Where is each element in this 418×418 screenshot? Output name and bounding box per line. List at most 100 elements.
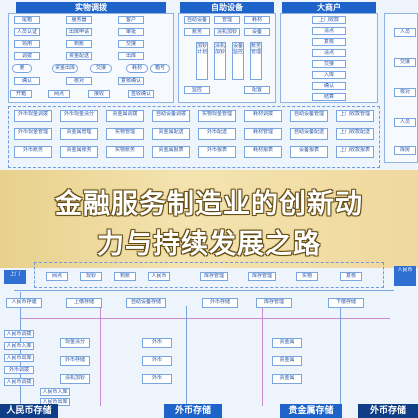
- left-cell: 接收: [88, 90, 110, 98]
- connector-line: [20, 318, 390, 319]
- row-c-cell: 耗材报表: [244, 146, 282, 158]
- mid-cell: 清机加钞: [214, 28, 240, 36]
- left-cell: 确认: [14, 77, 40, 85]
- bottom-dashed-region: [34, 262, 384, 288]
- bottom-top-cell: 到账: [114, 272, 136, 281]
- process-cell: 贵金属: [272, 356, 302, 366]
- left-cell: 人员认证: [14, 28, 40, 36]
- banner-title-line-1: 金融服务制造业的创新动: [55, 189, 363, 220]
- far-right-cell: 库房: [394, 146, 416, 155]
- right-cell: 交接: [312, 60, 346, 68]
- row-c-cell: 贵金属账务: [60, 146, 98, 158]
- process-cell: 清机加钞: [60, 374, 90, 384]
- left-cell: 审批: [118, 28, 144, 36]
- row-a-cell: 自助设备管理: [290, 110, 328, 122]
- process-cell: 外币: [142, 374, 172, 384]
- left-cell: 到账: [66, 40, 92, 48]
- far-right-cell: 核对: [394, 88, 416, 97]
- left-cell: 领用: [14, 40, 40, 48]
- row-a-cell: 外币现金调拨: [14, 110, 52, 122]
- right-cell: 确认: [312, 82, 346, 90]
- connector-line: [340, 306, 341, 406]
- mid-vertical-cell: 加钞计划: [196, 42, 208, 80]
- lower-dashed-region: [8, 106, 380, 168]
- row-b-cell: 实物管理: [106, 128, 144, 140]
- mid-vertical-cell: 账务管理: [250, 42, 262, 80]
- mid-vertical-cell: 清机加钞: [214, 42, 226, 80]
- row-a-cell: 上门收款管理: [336, 110, 374, 122]
- storage-cell: 人民币存储: [6, 298, 42, 308]
- panel-title-self-service-equipment: 自助设备: [180, 2, 274, 13]
- left-cell: 网点: [48, 90, 70, 98]
- left-cell: 出库申请: [66, 28, 92, 36]
- row-a-cell: 外币现金清分: [60, 110, 98, 122]
- row-a-cell: 贵金属调拨: [106, 110, 144, 122]
- bottom-top-cell: 人民币: [148, 272, 170, 281]
- connector-line: [14, 290, 394, 291]
- left-cell: 调拨: [14, 52, 40, 60]
- left-process-cell: 外币调拨: [4, 366, 34, 374]
- mid-cell: 管理: [214, 16, 240, 24]
- right-cell: 入库: [312, 71, 346, 79]
- panel-title-physical-allocation: 实物调拨: [16, 2, 166, 13]
- mid-cell: 配置: [244, 86, 270, 94]
- mid-cell: 设备: [244, 28, 270, 36]
- panel-title-large-merchant: 大商户: [282, 2, 376, 13]
- mid-cell: 自助设备: [184, 16, 210, 24]
- bottom-top-cell: 实物: [296, 272, 318, 281]
- row-b-cell: 上门收款配送: [336, 128, 374, 140]
- left-process-cell: 人民币调拨: [4, 378, 34, 386]
- far-right-cell: 交接: [394, 58, 416, 67]
- left-process-cell: 人民币入库: [40, 388, 70, 396]
- row-c-cell: 实物账务: [106, 146, 144, 158]
- left-cell: 开箱: [10, 90, 32, 98]
- right-cell: 复核: [312, 38, 346, 46]
- connector-line: [262, 306, 263, 406]
- process-cell: 现金清分: [60, 338, 90, 348]
- storage-cell: 库存管理: [256, 298, 292, 308]
- label-rmb-storage: 人民币存储: [0, 404, 58, 418]
- bottom-top-cell: 上门: [4, 270, 26, 284]
- mid-vertical-cell: 设备监控: [232, 42, 244, 80]
- connector-line: [100, 306, 101, 406]
- process-cell: 外币: [142, 338, 172, 348]
- row-b-cell: 外币配送: [198, 128, 236, 140]
- left-cell: 尾箱: [14, 16, 40, 24]
- mid-cell: 账务: [184, 28, 210, 36]
- right-cell: 上门收款: [312, 16, 346, 24]
- far-right-cell: 人员: [394, 28, 416, 37]
- row-c-cell: 外币账务: [14, 146, 52, 158]
- left-cell: 交接: [118, 40, 144, 48]
- row-a-cell: 耗材调拨: [244, 110, 282, 122]
- left-process-cell: 人民币出库: [4, 354, 34, 362]
- left-oval: 资金出库: [52, 64, 78, 73]
- left-cell: 核对: [66, 77, 92, 85]
- row-c-cell: 设备报表: [290, 146, 328, 158]
- left-oval: 要: [12, 64, 32, 73]
- row-b-cell: 自助设备配送: [290, 128, 328, 140]
- bottom-top-cell: 库存管理: [200, 272, 228, 281]
- right-cell: 结算: [312, 93, 346, 101]
- bottom-top-cell: 网点: [46, 272, 68, 281]
- row-b-cell: 贵金属配送: [152, 128, 190, 140]
- storage-cell: 下缴存储: [328, 298, 364, 308]
- left-oval: 交接: [90, 64, 112, 73]
- row-b-cell: 贵金属管理: [60, 128, 98, 140]
- label-precious-metal-storage: 贵金属存储: [280, 404, 342, 418]
- label-foreign-storage-right: 外币存储: [358, 404, 418, 418]
- left-process-cell: 人民币调拨: [4, 330, 34, 338]
- storage-cell: 上缴存储: [66, 298, 102, 308]
- mid-cell: 监控: [184, 86, 210, 94]
- far-right-cell: 人员: [394, 118, 416, 127]
- left-cell: 出库: [118, 52, 144, 60]
- row-c-cell: 上门收款报表: [336, 146, 374, 158]
- mid-cell: 耗材: [244, 16, 270, 24]
- left-cell: 客户: [118, 16, 144, 24]
- connector-line: [186, 306, 187, 406]
- title-banner: 金融服务制造业的创新动 力与持续发展之路: [0, 170, 418, 268]
- process-cell: 贵金属: [272, 338, 302, 348]
- left-cell: 复核确认: [118, 77, 144, 85]
- bottom-top-cell: 复核: [340, 272, 362, 281]
- left-cell: 服务器: [66, 16, 92, 24]
- right-cell: 清点: [312, 27, 346, 35]
